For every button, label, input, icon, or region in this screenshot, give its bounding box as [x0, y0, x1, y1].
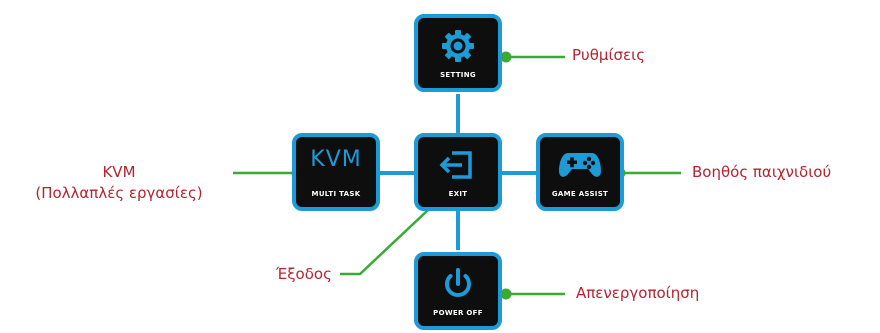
exit-tile[interactable]: EXIT — [414, 133, 502, 211]
gamepad-icon — [559, 153, 601, 177]
callout-exit: Έξοδος — [276, 265, 332, 283]
callout-settings: Ρυθμίσεις — [572, 46, 646, 64]
power-icon — [445, 268, 471, 298]
leader-dot-power-off — [500, 288, 512, 300]
callout-game-assist: Βοηθός παιχνιδιού — [692, 163, 832, 181]
gear-icon — [442, 30, 474, 62]
multitask-tile[interactable]: KVM MULTI TASK — [292, 133, 380, 211]
leader-lines — [233, 55, 681, 296]
callout-kvm: KVM (Πολλαπλές εργασίες) — [4, 162, 234, 204]
callout-kvm-line2: (Πολλαπλές εργασίες) — [35, 184, 203, 202]
leader-exit — [340, 194, 445, 276]
connector-lines — [380, 94, 536, 250]
kvm-logo-text: KVM — [310, 147, 362, 172]
power-off-label: POWER OFF — [433, 309, 483, 317]
callout-power-off: Απενεργοποίηση — [576, 284, 700, 302]
setting-label: SETTING — [440, 71, 476, 79]
setting-tile[interactable]: SETTING — [414, 14, 502, 92]
game-assist-tile[interactable]: GAME ASSIST — [536, 133, 624, 211]
multitask-label: MULTI TASK — [311, 190, 361, 198]
callout-kvm-line1: KVM — [102, 163, 136, 181]
power-off-tile[interactable]: POWER OFF — [414, 252, 502, 330]
exit-icon — [439, 151, 472, 179]
exit-label: EXIT — [448, 190, 468, 198]
game-assist-label: GAME ASSIST — [551, 190, 609, 198]
leader-dot-settings — [500, 51, 512, 63]
